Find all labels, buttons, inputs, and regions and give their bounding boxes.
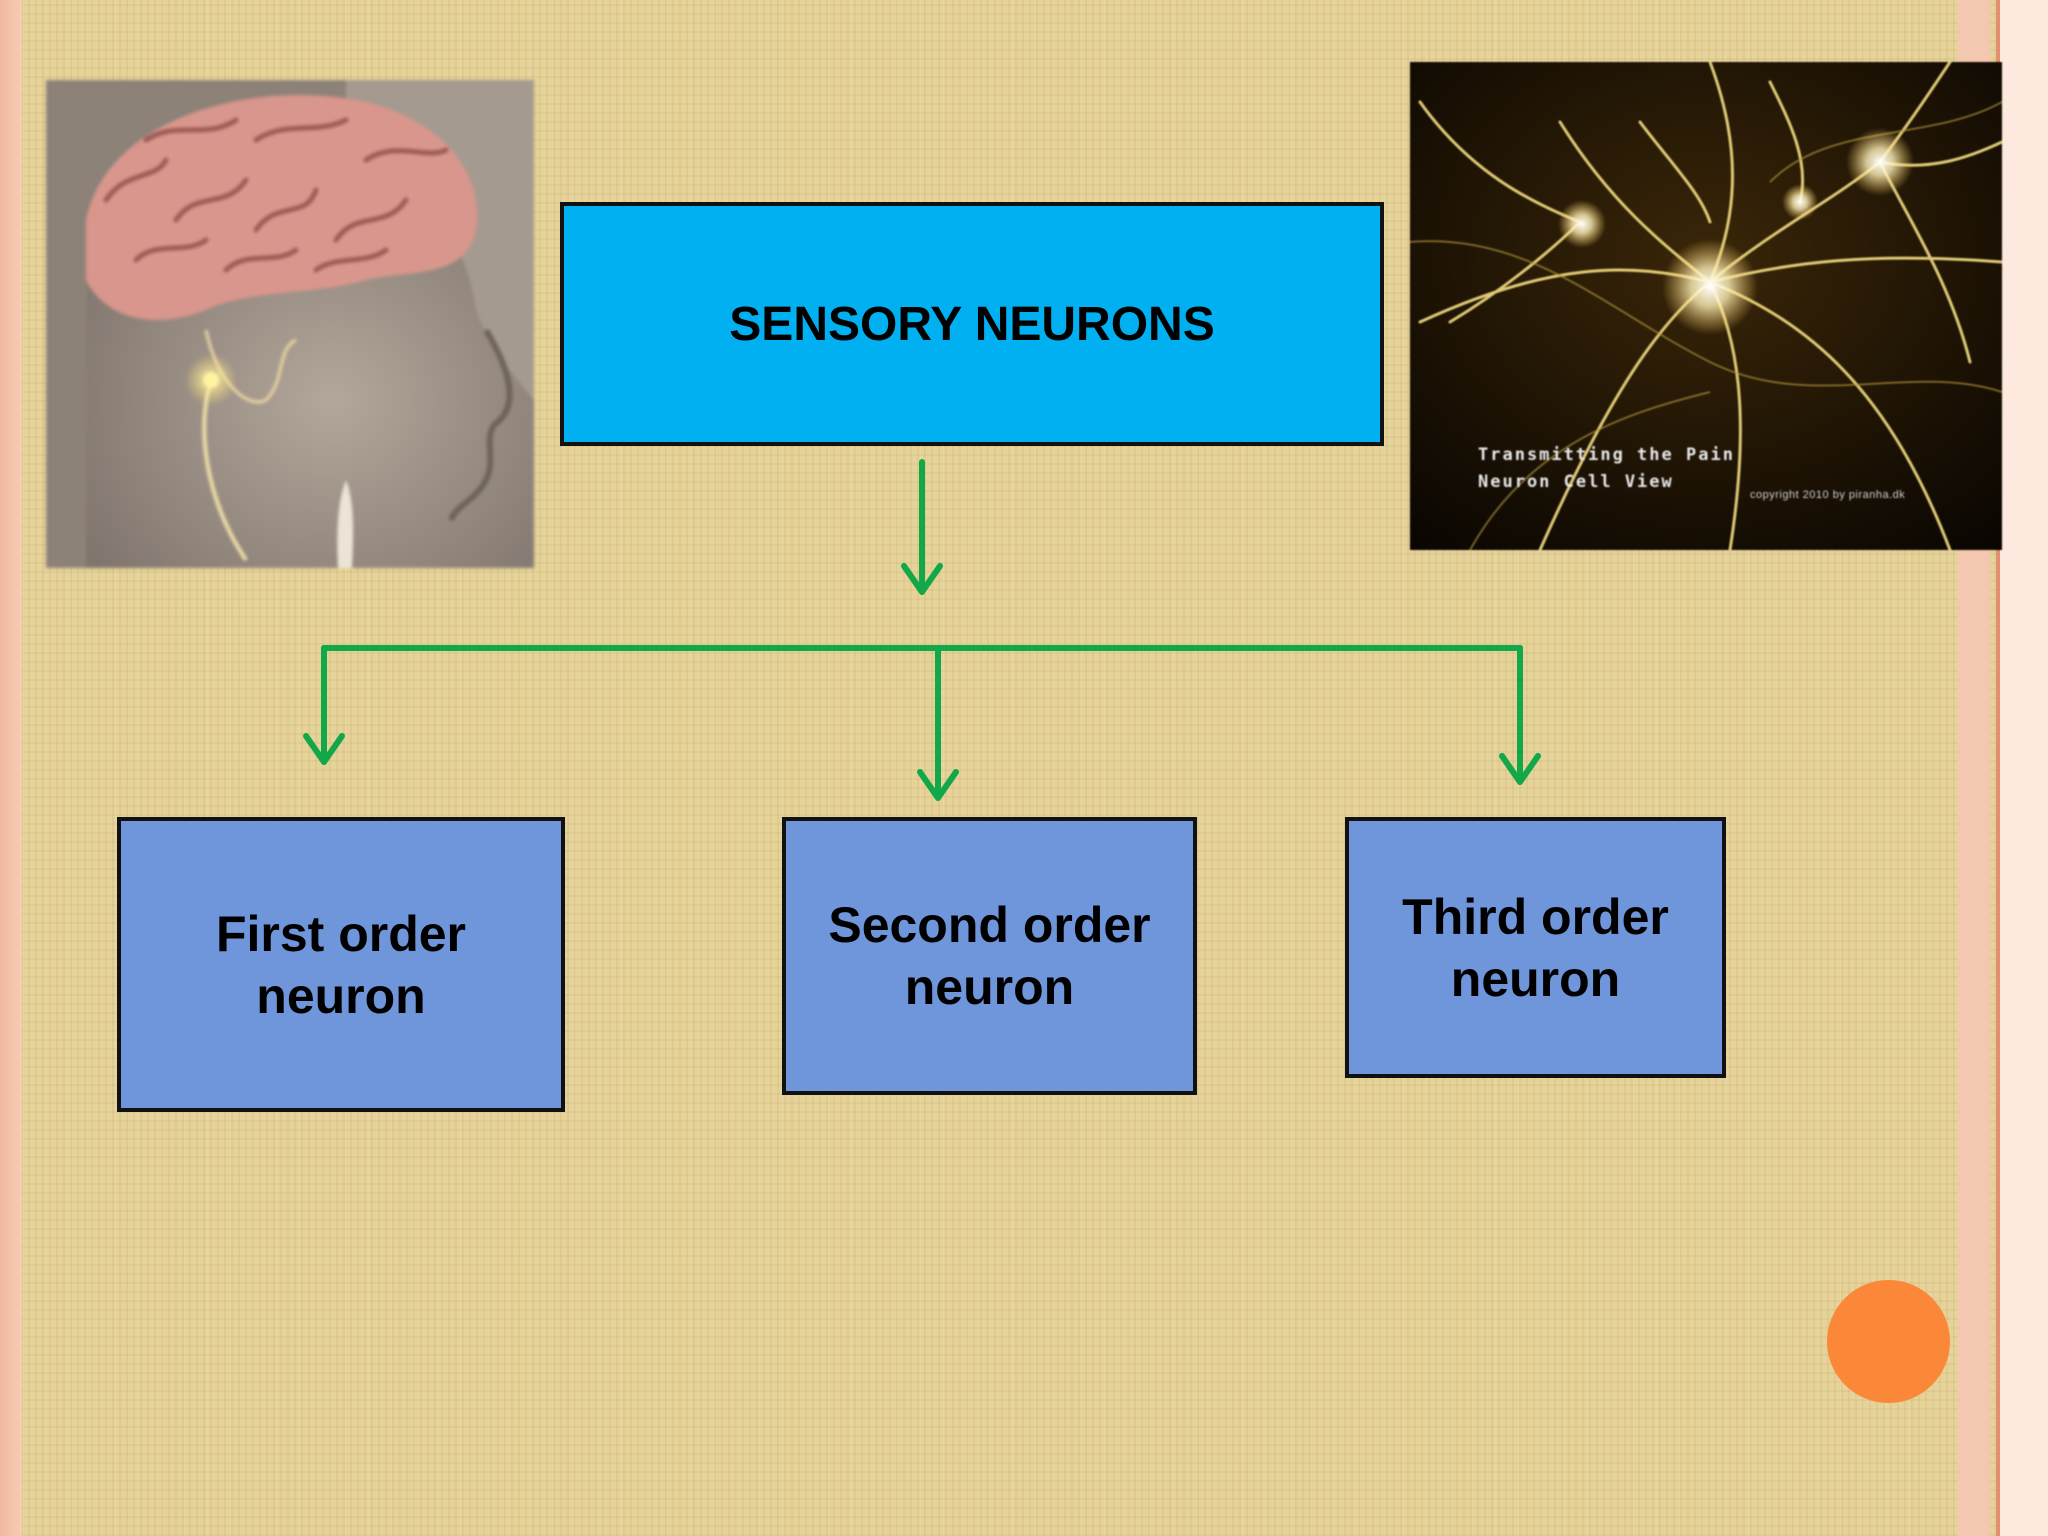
arrow-to-third-order	[1499, 645, 1541, 785]
first-order-line-1: First order	[215, 905, 467, 962]
neuron-image-caption: Transmitting the Pain Neuron Cell View	[1478, 442, 1735, 496]
neuron-cell-image: Transmitting the Pain Neuron Cell View c…	[1410, 62, 2002, 550]
first-order-neuron-box: First order neuron	[117, 817, 565, 1112]
arrow-to-second-order	[917, 645, 959, 801]
third-order-line-1: Third order	[1402, 888, 1669, 945]
brain-head-image	[46, 80, 534, 568]
left-border-stripe	[0, 0, 22, 1536]
second-order-line-2: neuron	[904, 959, 1075, 1015]
first-order-line-2: neuron	[256, 967, 426, 1024]
caption-line-2: Neuron Cell View	[1478, 472, 1674, 492]
sensory-neurons-box: SENSORY NEURONS	[560, 202, 1384, 446]
right-border-line	[1996, 0, 2000, 1536]
second-order-neuron-box: Second order neuron	[782, 817, 1197, 1095]
third-order-neuron-box: Third order neuron	[1345, 817, 1726, 1078]
right-border-edge	[2000, 0, 2048, 1536]
neuron-image-copyright: copyright 2010 by piranha.dk	[1750, 489, 1906, 501]
third-order-neuron-text: Third order neuron	[1402, 886, 1669, 1010]
neuron-network-icon	[1410, 62, 2002, 550]
second-order-neuron-text: Second order neuron	[828, 894, 1150, 1018]
third-order-line-2: neuron	[1450, 950, 1621, 1007]
caption-line-1: Transmitting the Pain	[1478, 445, 1735, 465]
sensory-neurons-label: SENSORY NEURONS	[729, 297, 1215, 351]
orange-circle-decoration	[1827, 1280, 1950, 1403]
arrow-to-first-order	[303, 645, 345, 765]
human-head-brain-icon	[46, 80, 534, 568]
second-order-line-1: Second order	[828, 897, 1151, 953]
first-order-neuron-text: First order neuron	[216, 903, 466, 1027]
root-down-arrow	[901, 459, 943, 595]
